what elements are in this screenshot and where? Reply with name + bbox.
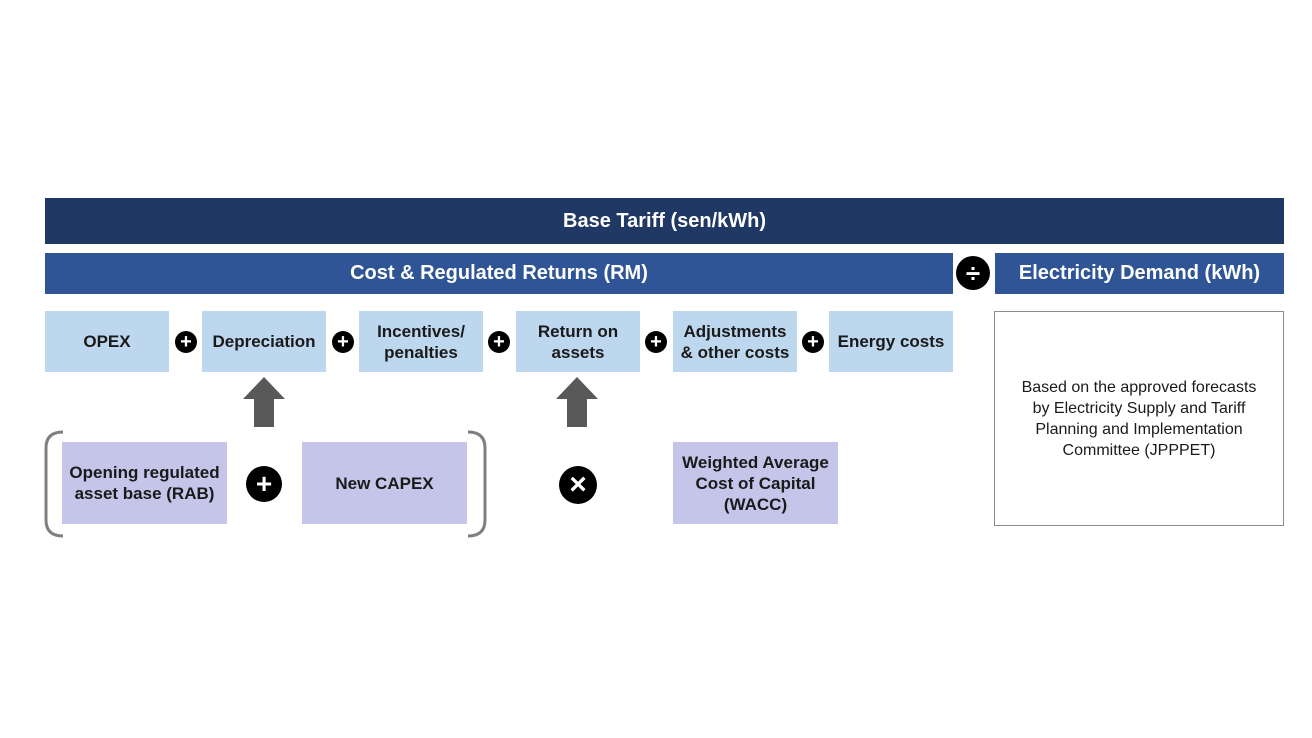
plus-icon: + — [802, 331, 824, 353]
wacc-line-3: (WACC) — [723, 494, 788, 514]
opex-label: OPEX — [83, 332, 131, 351]
depreciation-label: Depreciation — [212, 332, 316, 351]
wacc-box: Weighted Average Cost of Capital (WACC) — [673, 442, 838, 524]
energy-costs-label: Energy costs — [837, 332, 945, 351]
cost-regulated-returns-bar: Cost & Regulated Returns (RM) — [45, 253, 953, 294]
new-capex-box: New CAPEX — [302, 442, 467, 524]
assets-label: assets — [551, 342, 605, 362]
demand-forecast-note: Based on the approved forecasts by Elect… — [994, 311, 1284, 526]
electricity-demand-label: Electricity Demand (kWh) — [1018, 262, 1261, 284]
note-line-2: by Electricity Supply and Tariff — [1032, 399, 1246, 417]
adjustments-box: Adjustments & other costs — [673, 311, 797, 372]
return-on-label: Return on — [537, 321, 619, 341]
note-line-4: Committee (JPPPET) — [1062, 441, 1216, 459]
new-capex-label: New CAPEX — [335, 473, 434, 493]
plus-icon: + — [246, 466, 282, 502]
opening-rab-box: Opening regulated asset base (RAB) — [62, 442, 227, 524]
note-line-1: Based on the approved forecasts — [1021, 378, 1257, 396]
cost-regulated-returns-label: Cost & Regulated Returns (RM) — [350, 262, 648, 284]
wacc-line-1: Weighted Average — [682, 452, 829, 472]
return-on-assets-box: Return on assets — [516, 311, 640, 372]
plus-icon: + — [175, 331, 197, 353]
times-icon: × — [559, 466, 597, 504]
right-bracket — [466, 430, 488, 538]
electricity-demand-bar: Electricity Demand (kWh) — [995, 253, 1284, 294]
up-arrow-icon — [556, 377, 598, 427]
note-line-3: Planning and Implementation — [1035, 420, 1243, 438]
plus-icon: + — [332, 331, 354, 353]
incentives-penalties-box: Incentives/ penalties — [359, 311, 483, 372]
plus-icon: + — [645, 331, 667, 353]
other-costs-label: & other costs — [680, 342, 790, 362]
adjustments-label: Adjustments — [683, 321, 787, 341]
up-arrow-icon — [243, 377, 285, 427]
opex-box: OPEX — [45, 311, 169, 372]
incentives-label: Incentives/ — [377, 321, 465, 341]
base-tariff-bar: Base Tariff (sen/kWh) — [45, 198, 1284, 244]
rab-line-1: Opening regulated — [69, 463, 220, 482]
energy-costs-box: Energy costs — [829, 311, 953, 372]
depreciation-box: Depreciation — [202, 311, 326, 372]
base-tariff-label: Base Tariff (sen/kWh) — [563, 209, 766, 232]
wacc-line-2: Cost of Capital — [695, 473, 816, 493]
divide-icon: ÷ — [956, 256, 990, 290]
rab-line-2: asset base (RAB) — [74, 484, 215, 503]
left-bracket — [43, 430, 65, 538]
plus-icon: + — [488, 331, 510, 353]
penalties-label: penalties — [384, 342, 458, 362]
